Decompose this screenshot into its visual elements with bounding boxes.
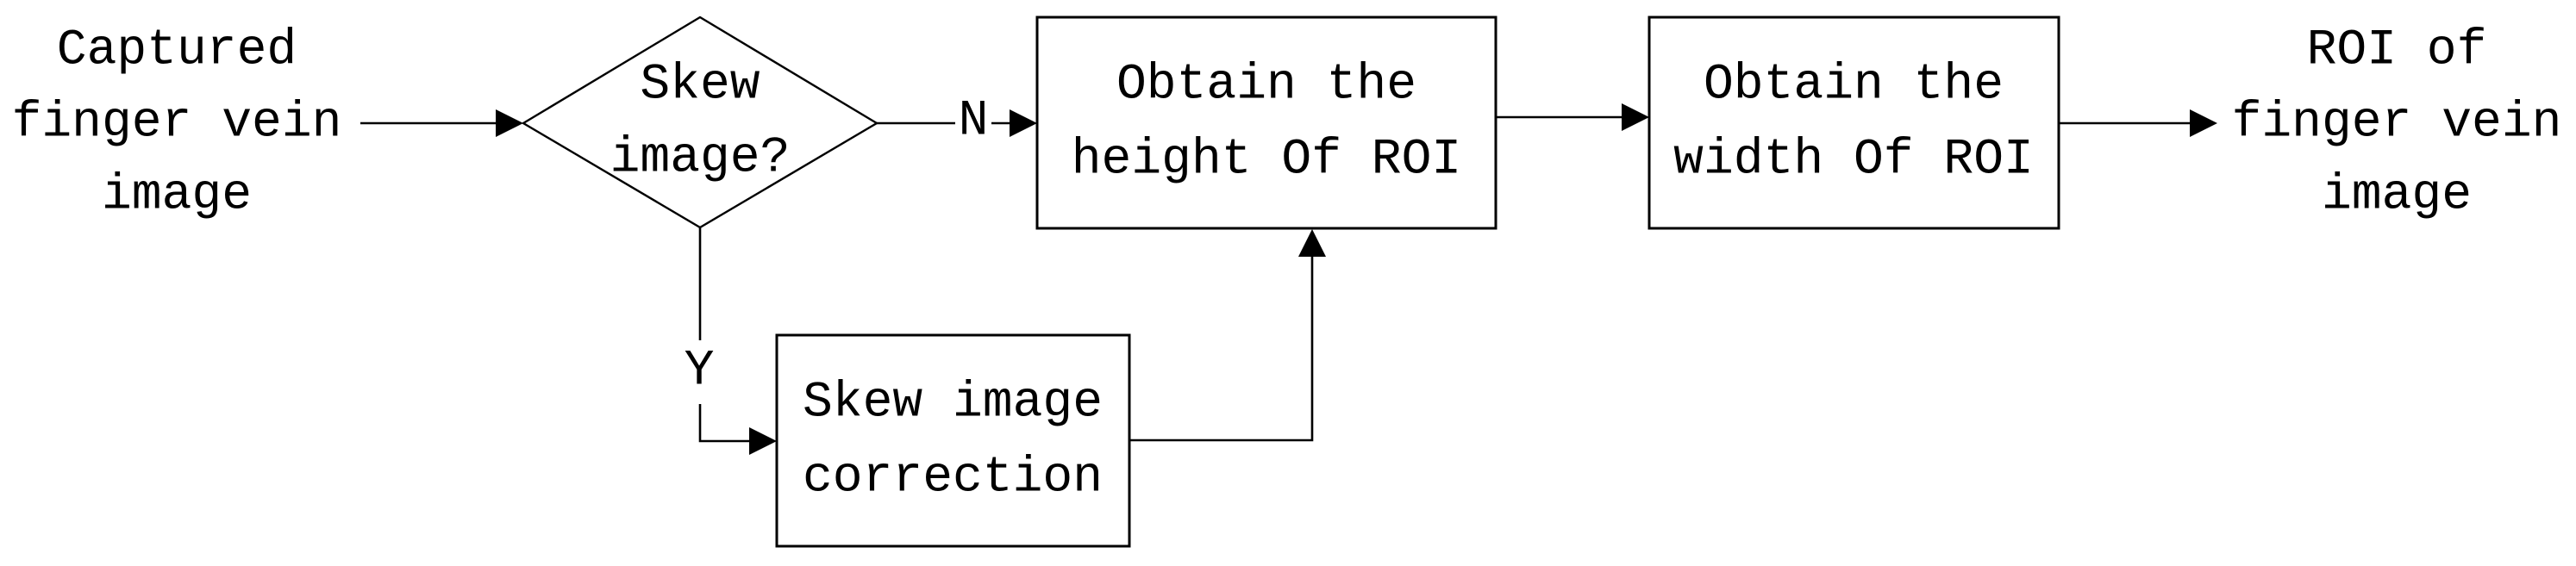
node-captured-image-line2: finger vein: [12, 96, 342, 152]
arrow-correction-to-height-elbow: [1129, 256, 1314, 442]
obtain-width-box-shape: [1648, 16, 2060, 230]
skew-correction-box-shape: [775, 333, 1131, 548]
obtain-width-line1: Obtain the: [1704, 58, 2004, 114]
node-captured-image-line1: Captured: [57, 23, 297, 79]
arrow-input-to-decision-head: [496, 109, 523, 137]
node-captured-image-line3: image: [102, 168, 252, 224]
skew-decision-line1: Skew: [640, 58, 760, 114]
skew-decision-line2: image?: [610, 131, 791, 187]
no-branch-label: N: [959, 94, 989, 150]
node-captured-image-label: Captured finger vein image: [12, 23, 342, 224]
node-obtain-height-box: Obtain the height Of ROI: [1035, 16, 1497, 230]
node-skew-decision-diamond: Skew image?: [521, 16, 879, 229]
skew-correction-line1: Skew image: [803, 376, 1103, 432]
yes-branch-arrowhead: [749, 427, 777, 455]
arrow-correction-to-height-head: [1298, 229, 1326, 257]
no-branch-arrowhead: [1010, 109, 1037, 137]
arrow-height-to-width-head: [1622, 103, 1649, 131]
arrow-input-to-decision: [360, 109, 523, 137]
node-skew-correction-box: Skew image correction: [775, 333, 1131, 548]
obtain-height-line1: Obtain the: [1116, 58, 1416, 114]
arrow-decision-yes-to-correction-box: Y: [685, 227, 777, 455]
yes-branch-elbow: [698, 404, 750, 443]
obtain-width-line2: width Of ROI: [1673, 133, 2034, 189]
node-roi-output-line2: finger vein: [2232, 96, 2562, 152]
node-obtain-width-box: Obtain the width Of ROI: [1648, 16, 2060, 230]
node-roi-output-line3: image: [2322, 168, 2472, 224]
yes-branch-label: Y: [685, 344, 715, 400]
arrow-height-to-width-box: [1496, 103, 1649, 131]
arrow-width-to-output-head: [2190, 109, 2217, 137]
diagram-root: Captured finger vein image Skew image? N: [12, 16, 2562, 548]
node-roi-output-line1: ROI of: [2307, 23, 2487, 79]
arrow-correction-to-height-box: [1129, 229, 1326, 442]
obtain-height-box-shape: [1035, 16, 1497, 230]
skew-correction-line2: correction: [803, 451, 1103, 507]
skew-decision-diamond-shape: [521, 16, 879, 229]
node-roi-output-label: ROI of finger vein image: [2232, 23, 2562, 224]
arrow-width-box-to-output: [2059, 109, 2217, 137]
obtain-height-line2: height Of ROI: [1072, 133, 1461, 189]
arrow-decision-no-to-height-box: N: [877, 94, 1037, 150]
